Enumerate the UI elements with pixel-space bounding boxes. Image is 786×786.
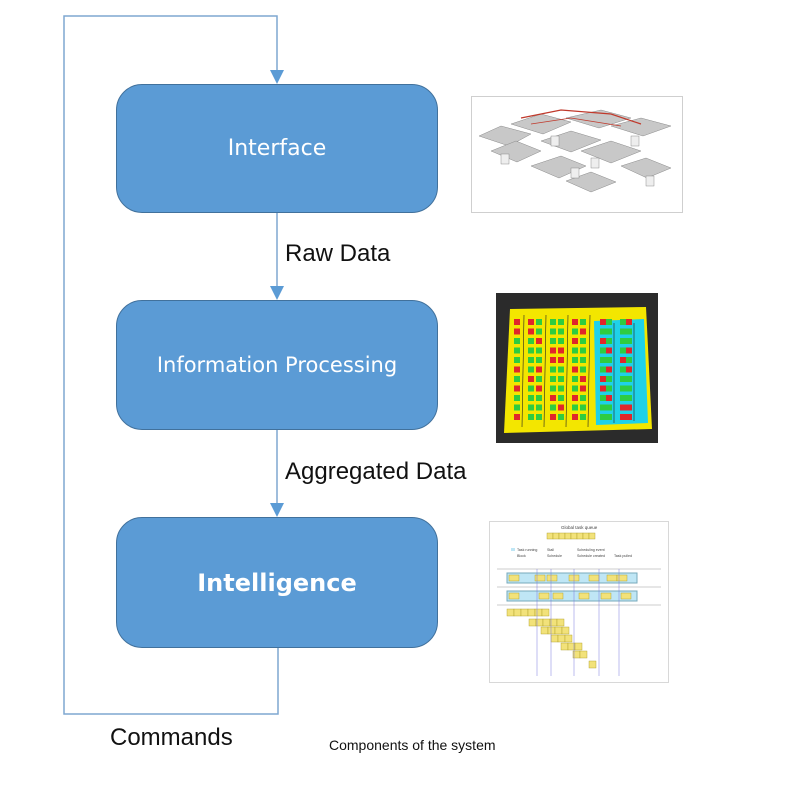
legend-scheduling-event: Scheduling event: [577, 548, 605, 552]
legend-task-running: Task running: [517, 548, 537, 552]
information-processing-box: Information Processing: [116, 300, 438, 430]
commands-feedback-line: [63, 15, 279, 715]
aggregated-data-label: Aggregated Data: [285, 458, 467, 485]
commands-label: Commands: [110, 724, 233, 751]
information-processing-label: Information Processing: [156, 353, 398, 377]
arrow-into-intelligence: [270, 503, 284, 517]
legend-stall: Stall: [547, 548, 554, 552]
interface-label: Interface: [227, 136, 327, 161]
schedule-header: Global task queue: [561, 525, 598, 530]
raw-data-label: Raw Data: [285, 240, 391, 267]
legend-block: Block: [517, 554, 526, 558]
intelligence-label: Intelligence: [197, 568, 357, 597]
legend-schedule-created: Schedule created: [577, 554, 605, 558]
legend-task-pulled: Task pulled: [614, 554, 632, 558]
interface-box: Interface: [116, 84, 438, 213]
factory-render-image: [471, 96, 683, 213]
warehouse-map-image: [496, 293, 658, 443]
schedule-legend: Task running Block Stall Schedule Schedu…: [511, 548, 632, 558]
intelligence-box: Intelligence: [116, 517, 438, 648]
figure-caption: Components of the system: [329, 737, 496, 753]
arrow-into-interface: [270, 70, 284, 84]
task-schedule-image: Global task queue Task running Block Sta…: [489, 521, 669, 683]
legend-schedule: Schedule: [547, 554, 562, 558]
arrow-into-processing: [270, 286, 284, 300]
